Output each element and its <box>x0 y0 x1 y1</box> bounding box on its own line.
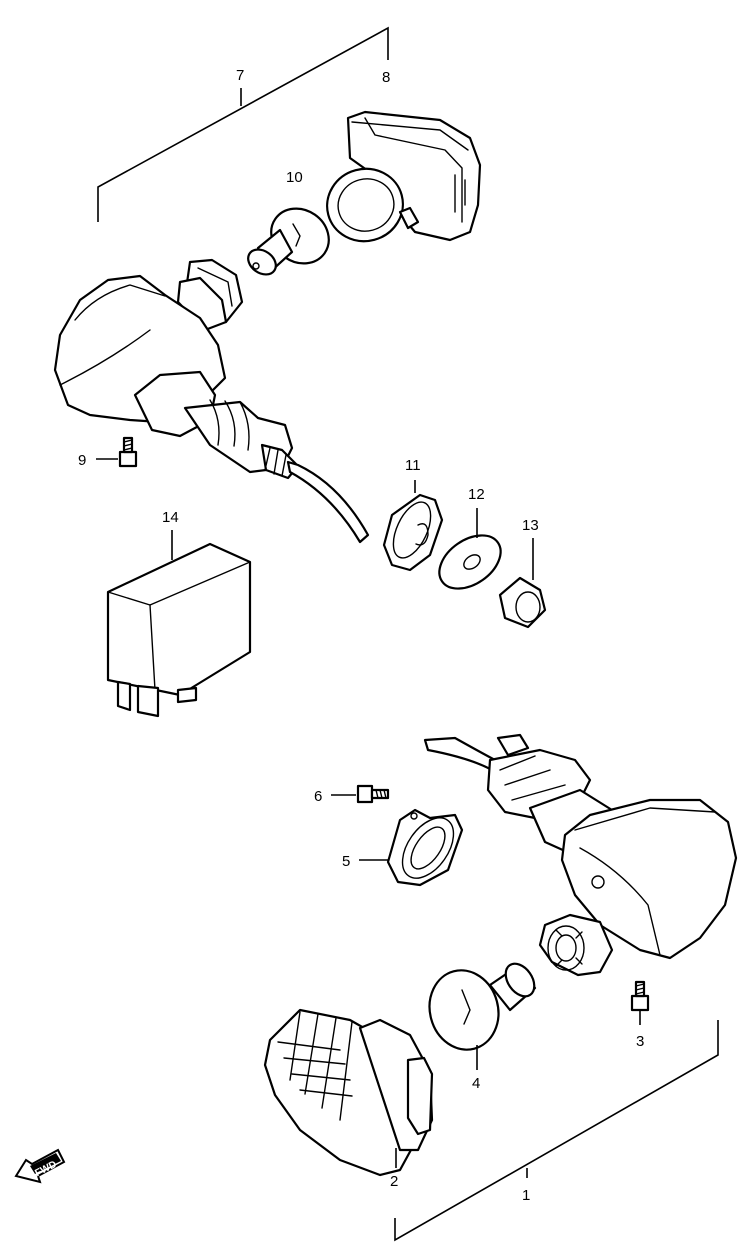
bulb-upper <box>247 207 330 276</box>
gasket-5 <box>359 808 464 887</box>
lens-upper <box>326 110 482 243</box>
callout-5: 5 <box>342 853 350 870</box>
callout-1: 1 <box>522 1187 530 1204</box>
callout-12: 12 <box>468 486 485 503</box>
callout-11: 11 <box>405 457 421 474</box>
callout-13: 13 <box>522 517 539 534</box>
callout-14: 14 <box>162 509 179 526</box>
bulb-lower <box>428 962 537 1070</box>
callout-4: 4 <box>472 1075 480 1092</box>
grommet-11 <box>382 480 444 572</box>
washer-12 <box>438 508 502 590</box>
bracket-upper-assembly <box>97 26 389 222</box>
callout-8: 8 <box>382 69 390 86</box>
screw-9 <box>96 436 138 468</box>
fwd-direction-badge: FWD <box>14 1148 66 1184</box>
screw-3 <box>630 980 650 1025</box>
screw-6 <box>331 784 390 804</box>
callout-2: 2 <box>390 1173 398 1190</box>
nut-13 <box>498 538 547 629</box>
callout-6: 6 <box>314 788 322 805</box>
relay-14 <box>106 530 252 718</box>
bracket-lower-assembly <box>394 1020 719 1242</box>
lens-lower <box>263 1008 434 1177</box>
housing-lower <box>423 733 738 960</box>
callout-3: 3 <box>636 1033 644 1050</box>
callout-7: 7 <box>236 67 244 84</box>
callout-9: 9 <box>78 452 86 469</box>
socket-lower <box>538 913 614 977</box>
housing-upper <box>53 258 370 544</box>
callout-10: 10 <box>286 169 303 186</box>
